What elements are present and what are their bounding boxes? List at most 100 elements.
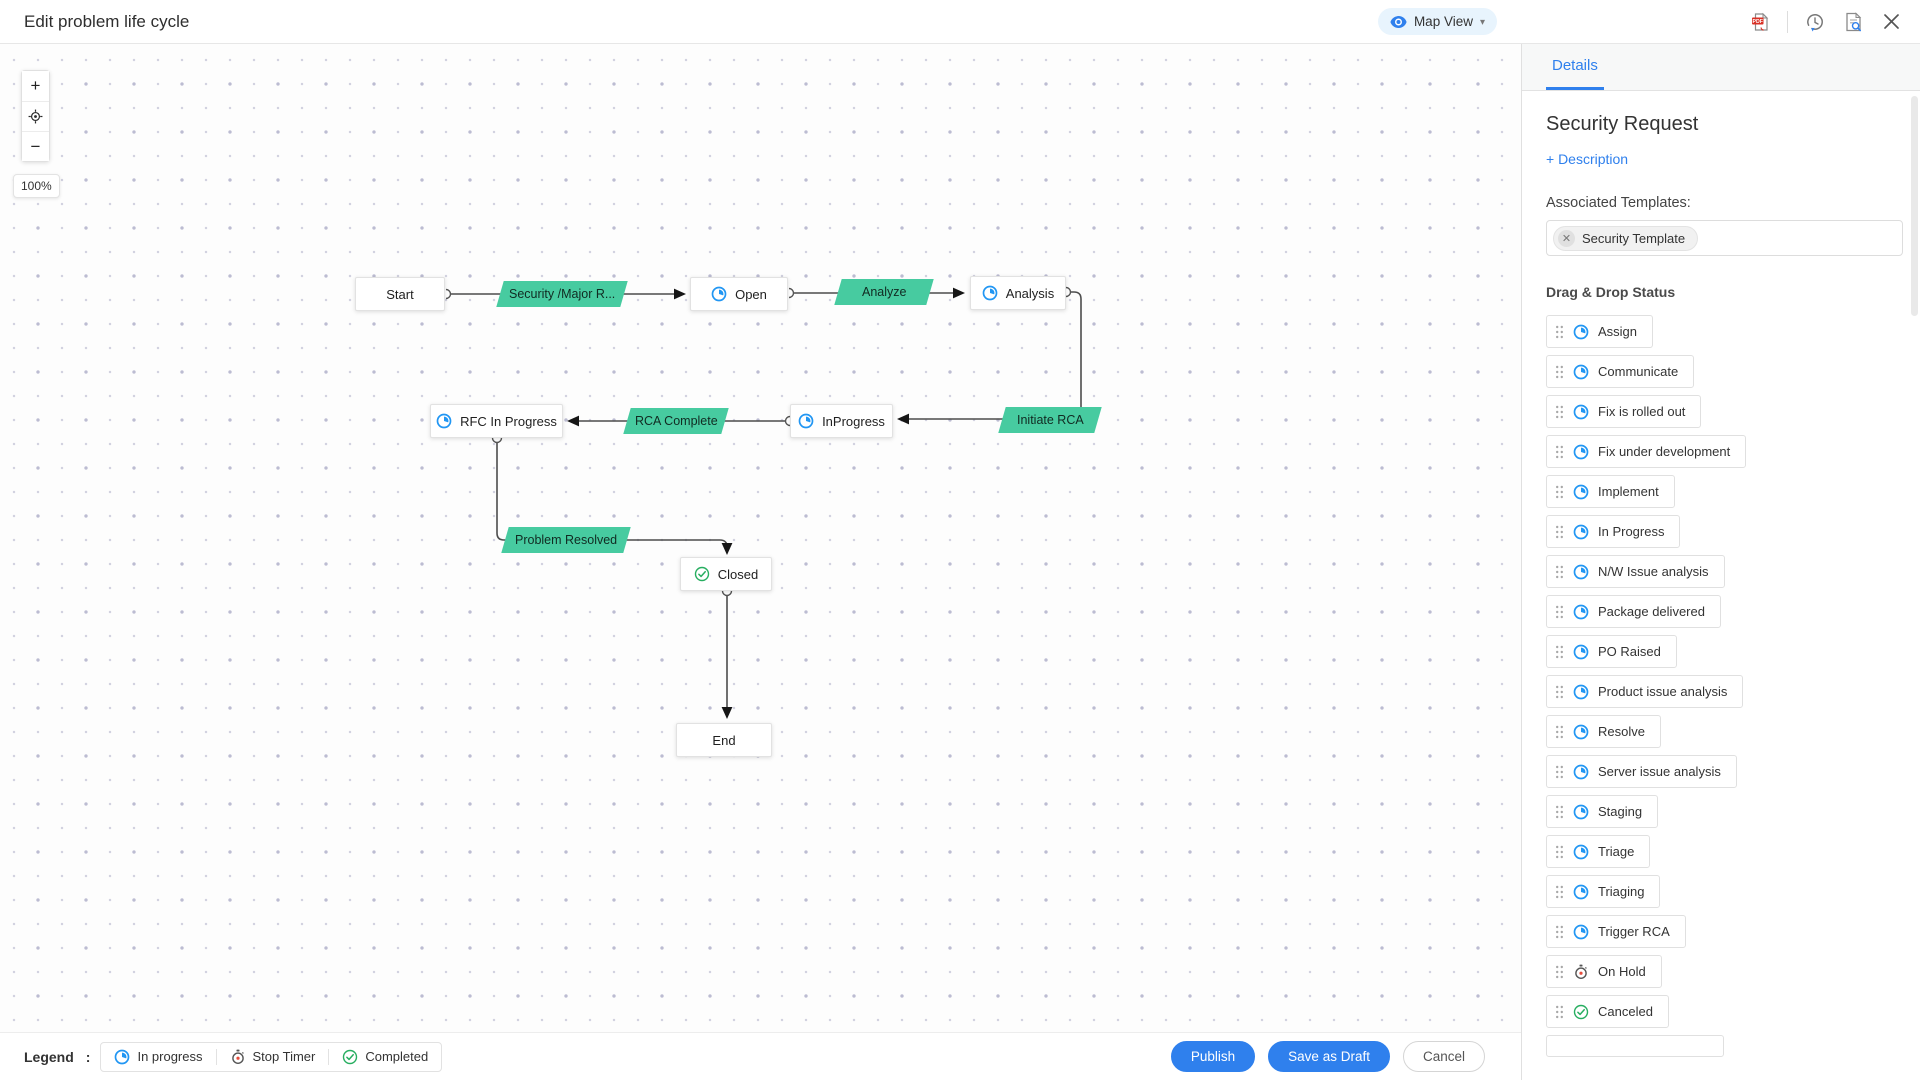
check-icon bbox=[1573, 1004, 1589, 1020]
status-label: Canceled bbox=[1598, 1004, 1653, 1019]
publish-button[interactable]: Publish bbox=[1170, 1041, 1256, 1072]
status-item-resolve[interactable]: Resolve bbox=[1546, 715, 1661, 748]
status-item-on-hold[interactable]: On Hold bbox=[1546, 955, 1662, 988]
template-chip-label: Security Template bbox=[1582, 230, 1686, 246]
template-chip: ✕ Security Template bbox=[1553, 225, 1699, 251]
sidebar-scrollbar[interactable] bbox=[1911, 96, 1918, 316]
status-label: Package delivered bbox=[1598, 604, 1705, 619]
tab-details[interactable]: Details bbox=[1546, 44, 1604, 90]
flow-node-end[interactable]: End bbox=[676, 723, 772, 757]
transition-label-initiate-rca[interactable]: Initiate RCA bbox=[998, 407, 1102, 433]
clock-icon bbox=[1573, 404, 1589, 420]
legend-item-label: In progress bbox=[137, 1049, 203, 1064]
status-item-in-progress[interactable]: In Progress bbox=[1546, 515, 1681, 548]
flow-node-closed[interactable]: Closed bbox=[680, 557, 772, 591]
preview-document-icon[interactable] bbox=[1842, 11, 1864, 33]
history-icon[interactable] bbox=[1804, 11, 1826, 33]
drag-handle-icon[interactable] bbox=[1555, 565, 1564, 579]
status-item-triaging[interactable]: Triaging bbox=[1546, 875, 1661, 908]
node-label: InProgress bbox=[822, 413, 885, 429]
drag-drop-status-title: Drag & Drop Status bbox=[1546, 284, 1676, 300]
status-label: PO Raised bbox=[1598, 644, 1661, 659]
status-label: Communicate bbox=[1598, 364, 1679, 379]
status-label: Server issue analysis bbox=[1598, 764, 1721, 779]
drag-handle-icon[interactable] bbox=[1555, 845, 1564, 859]
drag-handle-icon[interactable] bbox=[1555, 605, 1564, 619]
flow-node-open[interactable]: Open bbox=[690, 277, 788, 311]
drag-handle-icon[interactable] bbox=[1555, 965, 1564, 979]
status-item-canceled[interactable]: Canceled bbox=[1546, 995, 1669, 1028]
footer-buttons: Publish Save as Draft Cancel bbox=[1170, 1041, 1485, 1072]
drag-handle-icon[interactable] bbox=[1555, 525, 1564, 539]
node-label: RFC In Progress bbox=[460, 413, 557, 429]
remove-template-icon[interactable]: ✕ bbox=[1558, 229, 1575, 247]
add-description-link[interactable]: + Description bbox=[1546, 151, 1629, 167]
header: Edit problem life cycle Map View ▾ PDF bbox=[0, 0, 1920, 44]
status-label: Staging bbox=[1598, 804, 1643, 819]
status-item-package-delivered[interactable]: Package delivered bbox=[1546, 595, 1721, 628]
node-label: Start bbox=[386, 286, 414, 302]
status-label: Resolve bbox=[1598, 724, 1645, 739]
legend-item-label: Completed bbox=[365, 1049, 429, 1064]
status-item-staging[interactable]: Staging bbox=[1546, 795, 1659, 828]
status-item-communicate[interactable]: Communicate bbox=[1546, 355, 1695, 388]
flow-node-analysis[interactable]: Analysis bbox=[970, 276, 1066, 310]
flow-node-start[interactable]: Start bbox=[355, 277, 445, 311]
drag-handle-icon[interactable] bbox=[1555, 325, 1564, 339]
clock-icon bbox=[798, 413, 814, 429]
drag-handle-icon[interactable] bbox=[1555, 685, 1564, 699]
associated-templates-input[interactable]: ✕ Security Template bbox=[1546, 220, 1903, 256]
drag-handle-icon[interactable] bbox=[1555, 925, 1564, 939]
clock-icon bbox=[1573, 484, 1589, 500]
clock-icon bbox=[1573, 564, 1589, 580]
drag-handle-icon[interactable] bbox=[1555, 765, 1564, 779]
save-as-draft-button[interactable]: Save as Draft bbox=[1268, 1041, 1390, 1072]
close-icon[interactable] bbox=[1880, 11, 1902, 33]
drag-handle-icon[interactable] bbox=[1555, 725, 1564, 739]
node-label: Analysis bbox=[1005, 285, 1055, 301]
transition-label-analyze[interactable]: Analyze bbox=[834, 279, 934, 305]
drag-handle-icon[interactable] bbox=[1555, 885, 1564, 899]
transition-label-problem-resolved[interactable]: Problem Resolved bbox=[501, 527, 631, 553]
clipped-status-item[interactable] bbox=[1546, 1035, 1724, 1057]
status-label: Triage bbox=[1598, 844, 1635, 859]
transition-label-rca-complete[interactable]: RCA Complete bbox=[623, 408, 729, 434]
status-item-triage[interactable]: Triage bbox=[1546, 835, 1651, 868]
status-item-server-issue-analysis[interactable]: Server issue analysis bbox=[1546, 755, 1737, 788]
status-item-po-raised[interactable]: PO Raised bbox=[1546, 635, 1677, 668]
drag-handle-icon[interactable] bbox=[1555, 485, 1564, 499]
status-item-trigger-rca[interactable]: Trigger RCA bbox=[1546, 915, 1686, 948]
flow-node-inprogress[interactable]: InProgress bbox=[790, 404, 893, 438]
zoom-out-button[interactable]: − bbox=[22, 131, 49, 161]
drag-handle-icon[interactable] bbox=[1555, 805, 1564, 819]
clock-icon bbox=[1573, 524, 1589, 540]
status-item-fix-is-rolled-out[interactable]: Fix is rolled out bbox=[1546, 395, 1702, 428]
zoom-controls: + − bbox=[21, 70, 50, 162]
flow-node-rfc-in-progress[interactable]: RFC In Progress bbox=[430, 404, 563, 438]
export-pdf-icon[interactable]: PDF bbox=[1749, 11, 1771, 33]
transition-text: Problem Resolved bbox=[514, 533, 618, 547]
drag-handle-icon[interactable] bbox=[1555, 365, 1564, 379]
legend-item-in-progress: In progress bbox=[101, 1049, 215, 1065]
map-view-dropdown[interactable]: Map View ▾ bbox=[1377, 8, 1497, 35]
fit-to-screen-button[interactable] bbox=[22, 101, 49, 131]
status-item-implement[interactable]: Implement bbox=[1546, 475, 1675, 508]
drag-handle-icon[interactable] bbox=[1555, 405, 1564, 419]
cancel-button[interactable]: Cancel bbox=[1402, 1041, 1485, 1072]
transition-text: Analyze bbox=[861, 285, 907, 299]
status-item-n-w-issue-analysis[interactable]: N/W Issue analysis bbox=[1546, 555, 1725, 588]
status-item-fix-under-development[interactable]: Fix under development bbox=[1546, 435, 1747, 468]
zoom-in-button[interactable]: + bbox=[22, 71, 49, 101]
drag-handle-icon[interactable] bbox=[1555, 445, 1564, 459]
transition-label-security-major-r[interactable]: Security /Major R... bbox=[496, 281, 628, 307]
drag-handle-icon[interactable] bbox=[1555, 645, 1564, 659]
clock-icon bbox=[1573, 924, 1589, 940]
flow-edges bbox=[445, 286, 1082, 719]
status-item-assign[interactable]: Assign bbox=[1546, 315, 1654, 348]
header-actions: PDF bbox=[1749, 10, 1902, 33]
status-item-product-issue-analysis[interactable]: Product issue analysis bbox=[1546, 675, 1744, 708]
map-view-label: Map View bbox=[1413, 14, 1473, 29]
drag-handle-icon[interactable] bbox=[1555, 1005, 1564, 1019]
